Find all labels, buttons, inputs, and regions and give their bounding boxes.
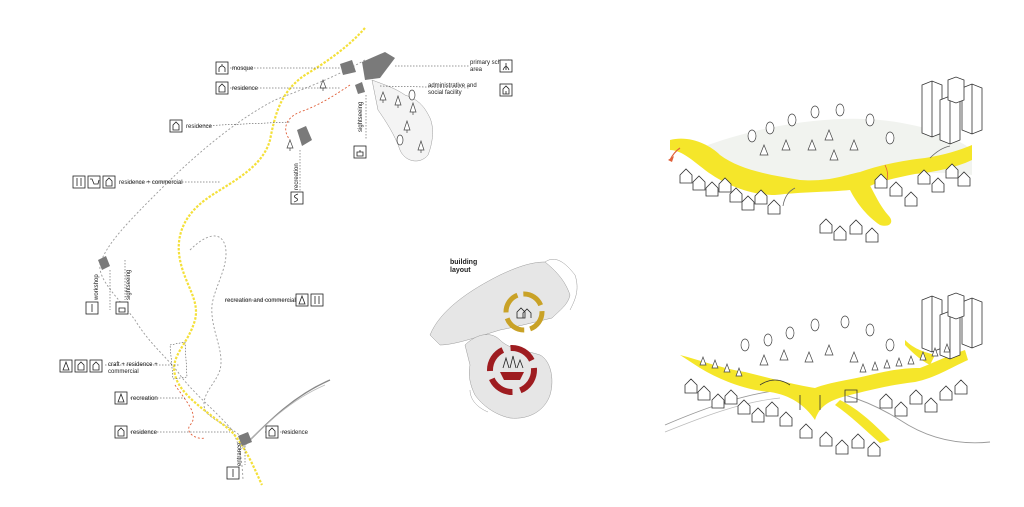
tree-icon bbox=[62, 360, 70, 371]
vlabel-5: entrance bbox=[237, 442, 243, 466]
label-mosque: mosque bbox=[215, 61, 254, 75]
cart-icon bbox=[90, 178, 100, 185]
label-admin-text-2: social facility bbox=[428, 90, 462, 96]
building-layout-title-1: building bbox=[450, 259, 477, 266]
label-residence-commercial-text: residence + commercial bbox=[119, 180, 183, 186]
label-recreation-text: recreation bbox=[131, 396, 158, 402]
building-layout: building layout bbox=[429, 259, 578, 419]
workshop-icon bbox=[293, 193, 299, 203]
pavilions-bottom bbox=[759, 379, 858, 410]
house-icon bbox=[172, 121, 180, 131]
grey-road-2 bbox=[239, 384, 326, 451]
towers-bottom bbox=[921, 292, 983, 360]
label-recreation: recreation bbox=[114, 391, 158, 405]
red-path bbox=[174, 84, 351, 439]
label-primary-school-text-1: primary school bbox=[470, 60, 509, 66]
building-school bbox=[362, 52, 395, 80]
mosque-icon bbox=[218, 64, 226, 72]
tree-icon bbox=[117, 392, 125, 403]
vlabel-3: sightseeing bbox=[126, 270, 132, 300]
perspective-bottom bbox=[664, 292, 991, 457]
grey-path-inner bbox=[189, 235, 246, 441]
road-bottom-2 bbox=[664, 397, 781, 433]
perspective-top bbox=[668, 76, 983, 243]
yellow-band-bottom-3 bbox=[905, 340, 935, 365]
label-mosque-text: mosque bbox=[232, 66, 254, 72]
craft-area-outline bbox=[169, 341, 188, 380]
label-recreation-commercial: recreation and commercial bbox=[225, 293, 324, 307]
workshop-icon bbox=[502, 355, 524, 369]
label-residence-commercial: residence + commercial bbox=[72, 175, 183, 189]
fork-knife-icon bbox=[76, 178, 82, 186]
site-upper-outline bbox=[544, 259, 578, 311]
houses-bottom bbox=[684, 378, 968, 457]
label-residence-top-text: residence bbox=[232, 86, 259, 92]
site-lower-tail bbox=[469, 389, 489, 413]
house-icon bbox=[268, 427, 276, 437]
label-residence-low-left: residence bbox=[114, 425, 158, 439]
house-icon bbox=[117, 427, 125, 437]
building-sight bbox=[297, 126, 312, 146]
houses-top bbox=[679, 163, 971, 243]
route-map: mosque residence residence residence + c… bbox=[59, 27, 513, 486]
label-residence-mid-text: residence bbox=[186, 124, 213, 130]
admin-icon bbox=[502, 85, 510, 95]
building-entrance bbox=[238, 432, 252, 446]
label-primary-school-text-2: area bbox=[470, 67, 483, 73]
building-res-top bbox=[355, 82, 365, 94]
vlabel-4: workshop bbox=[94, 274, 100, 301]
grey-path bbox=[99, 59, 366, 481]
vertical-labels: sightseeing recreation sightseeing works… bbox=[85, 102, 367, 480]
house-icon bbox=[92, 361, 100, 371]
teapot-icon bbox=[356, 150, 364, 157]
leader-lines bbox=[105, 65, 471, 465]
label-recreation-commercial-text: recreation and commercial bbox=[225, 298, 296, 304]
building-layout-title-2: layout bbox=[450, 267, 471, 274]
label-admin-text-1: administrative and bbox=[428, 83, 477, 89]
tree-icon bbox=[298, 294, 306, 305]
label-admin: administrative and social facility bbox=[428, 83, 513, 97]
label-residence-low-right-text: residence bbox=[282, 430, 309, 436]
yellow-band-bottom bbox=[680, 350, 968, 420]
trees-top bbox=[747, 103, 895, 161]
house-icon bbox=[218, 83, 226, 93]
label-craft: craft + residence + commercial bbox=[59, 359, 158, 375]
site-upper bbox=[429, 261, 571, 346]
house-icon bbox=[77, 361, 85, 371]
label-craft-text-2: commercial bbox=[108, 369, 139, 375]
vlabel-2: recreation bbox=[294, 163, 300, 190]
trees-bottom bbox=[699, 315, 951, 377]
yellow-path bbox=[173, 27, 366, 486]
label-craft-text-1: craft + residence + bbox=[108, 362, 158, 368]
house-icon bbox=[105, 177, 113, 187]
label-residence-low-left-text: residence bbox=[131, 430, 158, 436]
building-mosque bbox=[340, 60, 356, 75]
forest-area bbox=[371, 79, 433, 162]
towers-top bbox=[921, 76, 983, 145]
school-icon bbox=[502, 63, 510, 71]
yellow-band-top bbox=[670, 138, 892, 226]
red-ring bbox=[487, 345, 537, 395]
house-icon bbox=[516, 307, 532, 319]
teapot-icon bbox=[118, 307, 126, 313]
forest-trees bbox=[286, 79, 425, 153]
label-residence-top: residence bbox=[215, 81, 259, 95]
gold-ring bbox=[503, 291, 545, 333]
fork-knife-icon bbox=[314, 296, 320, 304]
label-primary-school: primary school area bbox=[470, 59, 513, 73]
mosque-icon bbox=[500, 372, 524, 380]
vlabel-1: sightseeing bbox=[358, 102, 364, 132]
label-residence-mid: residence bbox=[169, 119, 213, 133]
building-sight2 bbox=[98, 256, 110, 270]
yellow-band-bottom-2 bbox=[835, 400, 890, 443]
label-residence-low-right: residence bbox=[265, 425, 309, 439]
